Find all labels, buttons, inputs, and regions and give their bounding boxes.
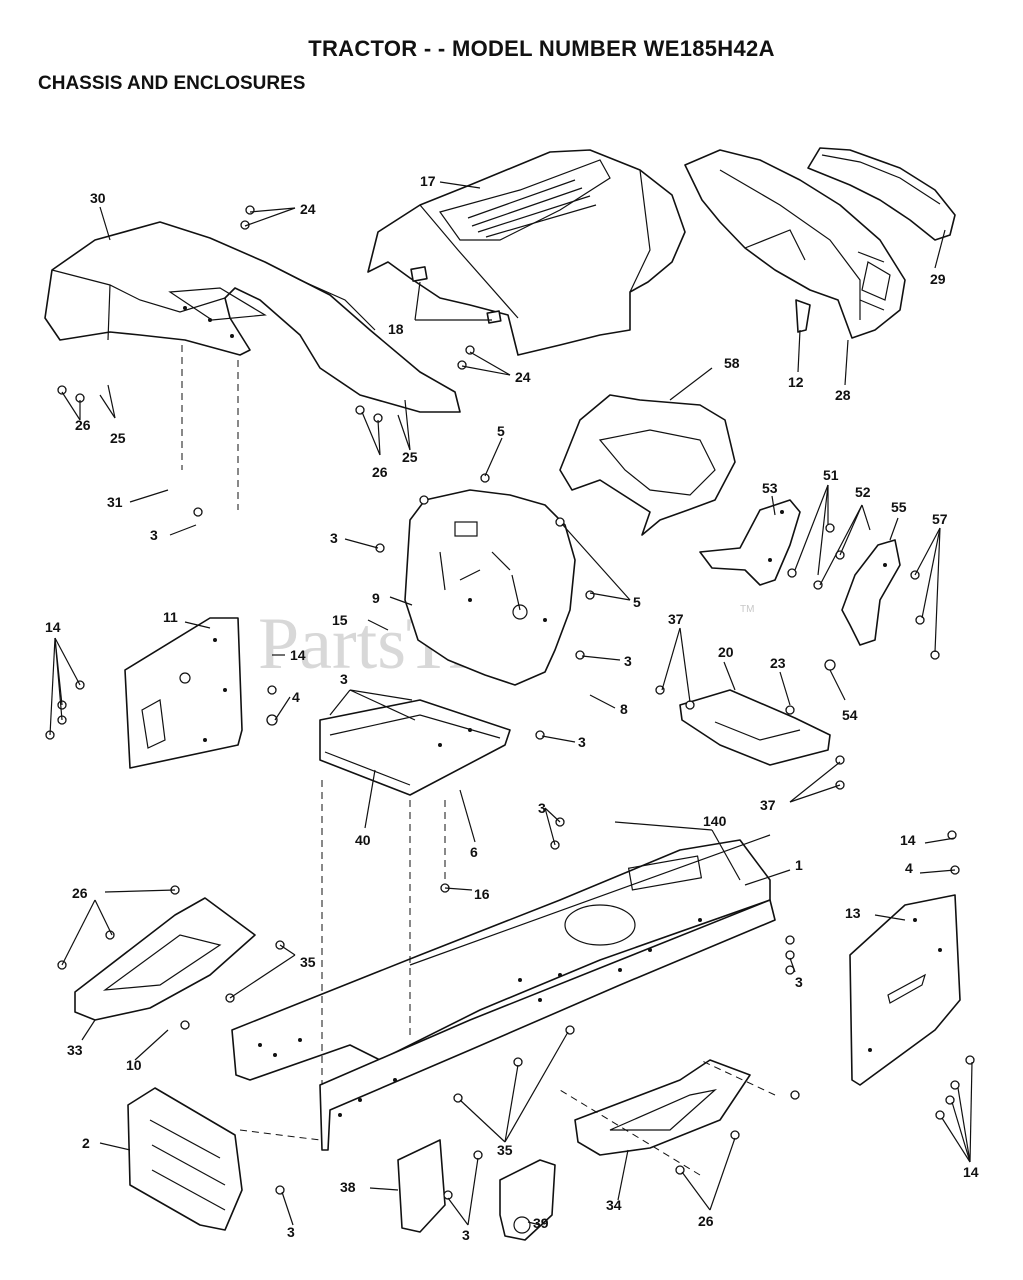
part-bracket-55[interactable] xyxy=(841,539,901,646)
assembly-lines xyxy=(181,345,776,1176)
callout-16: 16 xyxy=(474,886,490,902)
callout-54: 54 xyxy=(842,707,858,723)
callout-5: 5 xyxy=(633,594,641,610)
callout-26: 26 xyxy=(75,417,91,433)
callout-17: 17 xyxy=(420,173,436,189)
callout-5: 5 xyxy=(497,423,505,439)
part-plate-6[interactable] xyxy=(319,699,511,796)
part-hood-17[interactable] xyxy=(367,149,686,356)
callout-14: 14 xyxy=(290,647,306,663)
callout-3: 3 xyxy=(340,671,348,687)
callout-23: 23 xyxy=(770,655,786,671)
callout-3: 3 xyxy=(578,734,586,750)
callout-40: 40 xyxy=(355,832,371,848)
callout-35: 35 xyxy=(497,1142,513,1158)
callout-140: 140 xyxy=(703,813,727,829)
callout-38: 38 xyxy=(340,1179,356,1195)
callout-28: 28 xyxy=(835,387,851,403)
callout-4: 4 xyxy=(292,689,300,705)
callout-18: 18 xyxy=(388,321,404,337)
callout-34: 34 xyxy=(606,1197,622,1213)
part-side-panel-13[interactable] xyxy=(849,894,961,1086)
part-bracket-12[interactable] xyxy=(795,299,811,333)
callout-3: 3 xyxy=(287,1224,295,1240)
callout-3: 3 xyxy=(150,527,158,543)
callout-37: 37 xyxy=(668,611,684,627)
callout-8: 8 xyxy=(620,701,628,717)
callout-13: 13 xyxy=(845,905,861,921)
callout-3: 3 xyxy=(538,800,546,816)
callout-14: 14 xyxy=(900,832,916,848)
callout-25: 25 xyxy=(110,430,126,446)
callout-24: 24 xyxy=(300,201,316,217)
callout-24: 24 xyxy=(515,369,531,385)
callout-26: 26 xyxy=(72,885,88,901)
callout-39: 39 xyxy=(533,1215,549,1231)
callout-55: 55 xyxy=(891,499,907,515)
callout-53: 53 xyxy=(762,480,778,496)
part-dash-panel-9[interactable] xyxy=(404,489,576,686)
callout-4: 4 xyxy=(905,860,913,876)
watermark-tm: TM xyxy=(740,604,754,615)
callout-labels: 30 24 17 18 29 24 12 28 26 25 26 25 58 5… xyxy=(45,173,979,1243)
part-grille-28[interactable] xyxy=(684,149,906,339)
callout-29: 29 xyxy=(930,271,946,287)
callout-15: 15 xyxy=(332,612,348,628)
part-bracket-2[interactable] xyxy=(127,1087,243,1231)
callout-37: 37 xyxy=(760,797,776,813)
part-bracket-38[interactable] xyxy=(397,1139,446,1233)
callout-3: 3 xyxy=(624,653,632,669)
callout-52: 52 xyxy=(855,484,871,500)
callout-26: 26 xyxy=(372,464,388,480)
part-side-panel-11[interactable] xyxy=(124,617,243,769)
part-footrest-34[interactable] xyxy=(574,1059,751,1156)
callout-30: 30 xyxy=(90,190,106,206)
callout-14: 14 xyxy=(963,1164,979,1180)
callout-51: 51 xyxy=(823,467,839,483)
callout-3: 3 xyxy=(330,530,338,546)
callout-9: 9 xyxy=(372,590,380,606)
callout-33: 33 xyxy=(67,1042,83,1058)
callout-58: 58 xyxy=(724,355,740,371)
callout-2: 2 xyxy=(82,1135,90,1151)
part-shroud-58[interactable] xyxy=(559,394,736,536)
fasteners xyxy=(45,205,975,1200)
callout-1: 1 xyxy=(795,857,803,873)
callout-26: 26 xyxy=(698,1213,714,1229)
callout-3: 3 xyxy=(462,1227,470,1243)
callout-6: 6 xyxy=(470,844,478,860)
section-subtitle: CHASSIS AND ENCLOSURES xyxy=(38,73,306,94)
part-panel-29[interactable] xyxy=(807,147,956,241)
part-bracket-20[interactable] xyxy=(679,689,831,766)
callout-57: 57 xyxy=(932,511,948,527)
callout-35: 35 xyxy=(300,954,316,970)
part-footrest-33[interactable] xyxy=(74,897,256,1021)
leader-lines xyxy=(49,181,973,1226)
callout-25: 25 xyxy=(402,449,418,465)
page-title: TRACTOR - - MODEL NUMBER WE185H42A xyxy=(308,36,775,61)
callout-20: 20 xyxy=(718,644,734,660)
callout-11: 11 xyxy=(163,609,178,625)
part-bracket-53[interactable] xyxy=(699,499,801,586)
part-fender-30[interactable] xyxy=(44,221,461,413)
callout-10: 10 xyxy=(126,1057,142,1073)
part-bracket-39[interactable] xyxy=(499,1159,556,1241)
part-frame-1[interactable] xyxy=(231,834,776,1151)
callout-3: 3 xyxy=(795,974,803,990)
callout-12: 12 xyxy=(788,374,804,390)
callout-31: 31 xyxy=(107,494,123,510)
callout-14: 14 xyxy=(45,619,61,635)
